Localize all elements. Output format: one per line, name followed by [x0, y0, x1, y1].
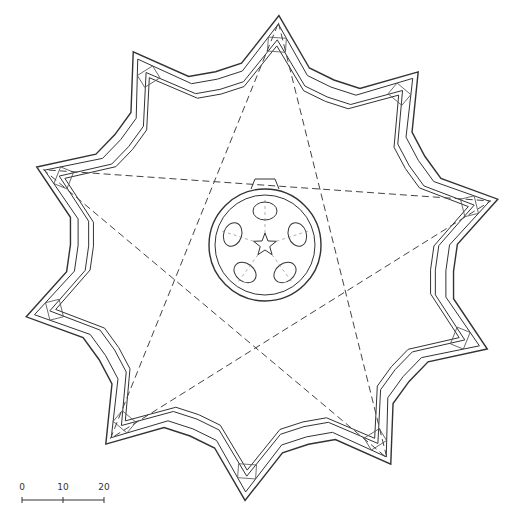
radial-line [276, 230, 310, 241]
central-building-wall [215, 195, 315, 295]
rampart-outline [56, 46, 469, 470]
bastion-chamber [461, 196, 479, 217]
building-room [230, 258, 260, 287]
central-star [254, 233, 277, 255]
scale-tick [104, 497, 105, 503]
radial-line [219, 230, 253, 241]
building-room [285, 220, 310, 248]
scale-tick [22, 497, 23, 503]
building-room [270, 258, 300, 287]
scale-label: 10 [57, 483, 68, 492]
bastion-chamber [238, 464, 257, 479]
scale-label: 20 [98, 483, 109, 492]
radial-line [272, 255, 293, 284]
bastion-chamber [388, 83, 411, 105]
bastion-chamber [54, 167, 74, 189]
radial-line [265, 197, 266, 233]
rampart-outline [34, 24, 489, 492]
building-room [253, 202, 277, 220]
bastion-chamber [450, 327, 470, 349]
building-room [220, 220, 245, 248]
rampart-outline [26, 16, 498, 501]
bastion-chamber [137, 66, 160, 87]
building-porch [251, 179, 279, 189]
central-building [209, 189, 321, 301]
pentagram-line [43, 23, 490, 458]
radial-line [237, 255, 258, 284]
scale-label: 0 [19, 483, 25, 492]
scale-tick [63, 497, 64, 503]
bastion-chamber [364, 429, 387, 450]
bastion-chamber [46, 299, 64, 320]
rampart-outline [50, 40, 474, 476]
